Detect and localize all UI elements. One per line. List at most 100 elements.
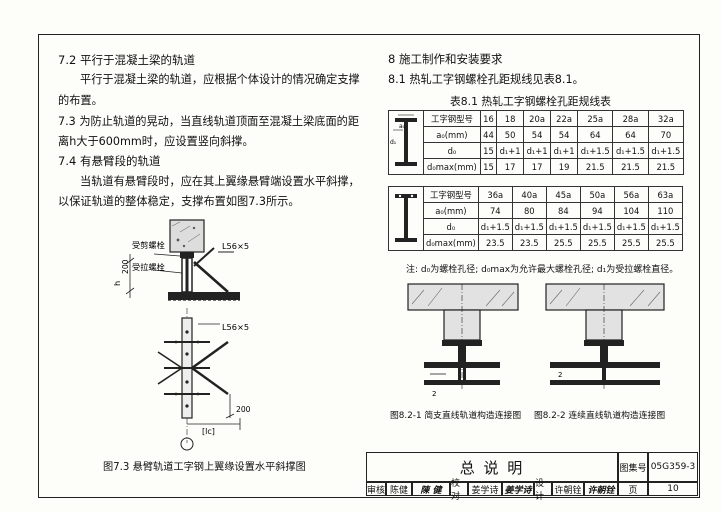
table-row: a₀(mm) 74 80 84 94 104 110 xyxy=(389,202,683,219)
name-review: 陈健 xyxy=(386,482,412,496)
drawing-frame xyxy=(38,34,700,498)
cell-d0max-header: d₀max(mm) xyxy=(423,158,481,175)
label-angle-2: L56×5 xyxy=(222,322,249,332)
table-row: d₀ d₁+1.5 d₁+1.5 d₁+1.5 d₁+1.5 d₁+1.5 d₁… xyxy=(389,218,683,235)
cell: d₁+1 xyxy=(496,142,525,159)
section-8-1-text: 8.1 热轧工字钢螺栓孔距规线见表8.1。 xyxy=(388,73,584,86)
cell: 25a xyxy=(577,110,614,127)
label-angle-1: L56×5 xyxy=(222,241,249,251)
cell-a0-header: a₀(mm) xyxy=(423,202,479,219)
section-7-4-body-line2: 以保证轨道的整体稳定，支撑布置如图7.3所示。 xyxy=(58,195,300,208)
bolt-table-2: 工字钢型号 36a 40a 45a 50a 56a 63a a₀(mm) 74 … xyxy=(388,186,683,251)
cell: 20a xyxy=(523,110,552,127)
cell-model-header: 工字钢型号 xyxy=(423,186,479,203)
cell: 21.5 xyxy=(577,158,614,175)
cell: 15 xyxy=(479,142,498,159)
role-check: 校对 xyxy=(450,479,468,502)
rail-flange xyxy=(168,292,240,300)
hanger-bolts xyxy=(600,346,608,362)
cell: 25.5 xyxy=(613,234,649,251)
bolt-table-1: a₀ d₁ 工字钢型号 16 18 20a 22a 25a 28a 32a a₀… xyxy=(388,110,685,175)
signature-design: 许朝铨 xyxy=(584,482,618,496)
label-200-a: 200 xyxy=(121,259,130,274)
dim-2: 2 xyxy=(432,390,436,398)
signature-review: 陳 健 xyxy=(412,482,450,496)
cell: d₁+1.5 xyxy=(579,218,615,235)
cell: 54 xyxy=(550,126,579,143)
table-row: a₀ d₁ 工字钢型号 16 18 20a 22a 25a 28a 32a xyxy=(388,110,685,175)
dim-2: 2 xyxy=(558,371,562,379)
cell: 64 xyxy=(577,126,614,143)
figure-8-2-1-caption: 图8.2-1 简支直线轨道构造连接图 xyxy=(390,411,522,421)
label-a0: a₀ xyxy=(399,123,406,130)
cell: 44 xyxy=(479,126,498,143)
cell: 84 xyxy=(545,202,581,219)
section-7-3-line1: 7.3 为防止轨道的晃动，当直线轨道顶面至混凝土梁底面的距 xyxy=(58,115,360,128)
cell: 15 xyxy=(479,158,498,175)
table-8-1-title: 表8.1 热轧工字钢螺栓孔距规线表 xyxy=(450,95,611,108)
figure-7-3-drawing: 受剪螺栓 受拉螺栓 L56×5 h 200 L56×5 200 [lc] xyxy=(112,219,251,451)
cell: 110 xyxy=(647,202,683,219)
drawing-title: 总 说 明 xyxy=(366,452,618,482)
rail-top-flange xyxy=(424,362,500,368)
cell: 40a xyxy=(511,186,547,203)
role-review: 审核 xyxy=(366,482,386,496)
section-7-2-heading: 7.2 平行于混凝土梁的轨道 xyxy=(58,53,195,67)
figure-7-3-caption: 图7.3 悬臂轨道工字钢上翼缘设置水平斜撑图 xyxy=(103,462,306,473)
section-7-4-heading: 7.4 有悬臂段的轨道 xyxy=(58,154,161,168)
i-beam-icon-cell xyxy=(388,186,424,251)
cell: 19 xyxy=(550,158,579,175)
plan-brace-lower xyxy=(191,367,229,395)
label-d1: d₁ xyxy=(390,139,397,146)
plan-brace-upper xyxy=(191,341,229,369)
cell: 17 xyxy=(523,158,552,175)
cell: 32a xyxy=(647,110,685,127)
table-row: a₀(mm) 44 50 54 54 64 64 70 xyxy=(389,126,685,143)
label-shear-bolt: 受剪螺栓 xyxy=(132,240,165,250)
cell: 94 xyxy=(579,202,615,219)
table-note: 注: d₀为螺栓孔径; d₀max为允许最大螺栓孔径; d₁为受拉螺栓直径。 xyxy=(406,265,679,275)
table-row: d₀max(mm) 23.5 23.5 25.5 25.5 25.5 25.5 xyxy=(389,234,683,251)
cell: 21.5 xyxy=(612,158,649,175)
page-label: 页 xyxy=(618,482,648,496)
cell: 45a xyxy=(545,186,581,203)
rail-top-flange xyxy=(550,362,660,368)
atlas-label: 图集号 xyxy=(618,452,648,482)
cell: 80 xyxy=(511,202,547,219)
cell: 16 xyxy=(479,110,498,127)
cell-d0-header: d₀ xyxy=(423,142,481,159)
cell: d₁+1 xyxy=(550,142,579,159)
label-200-b: 200 xyxy=(236,405,251,414)
cell-model-header: 工字钢型号 xyxy=(423,110,481,127)
table-row: d₀max(mm) 15 17 17 19 21.5 21.5 21.5 xyxy=(389,158,685,175)
cell: d₁+1.5 xyxy=(613,218,649,235)
cell: 17 xyxy=(496,158,525,175)
title-block: 总 说 明 图集号 05G359-3 审核 陈健 陳 健 校对 姜学诗 姜学诗 … xyxy=(366,452,698,502)
i-beam-section-icon: a₀ d₁ xyxy=(390,114,417,166)
cell-a0-header: a₀(mm) xyxy=(423,126,481,143)
name-check: 姜学诗 xyxy=(468,482,502,496)
cell: 25.5 xyxy=(545,234,581,251)
concrete-beam xyxy=(169,219,205,253)
label-tension-bolt: 受拉螺栓 xyxy=(132,262,165,272)
cell: 104 xyxy=(613,202,649,219)
figure-8-2-2-caption: 图8.2-2 连续直线轨道构造连接图 xyxy=(534,411,666,421)
cell: 28a xyxy=(612,110,649,127)
diagonal-brace xyxy=(193,261,229,293)
atlas-number: 05G359-3 xyxy=(648,452,698,482)
i-beam-icon-cell: a₀ d₁ xyxy=(388,110,424,175)
hanger-bolts xyxy=(458,346,466,362)
cell: d₁+1.5 xyxy=(511,218,547,235)
rail-bottom-flange xyxy=(424,380,500,385)
figure-8-2-1-drawing: 2 xyxy=(407,283,519,398)
table-row: 工字钢型号 36a 40a 45a 50a 56a 63a xyxy=(388,186,683,251)
cell-d0-header: d₀ xyxy=(423,218,479,235)
signature-check: 姜学诗 xyxy=(502,482,534,496)
table-row: d₀ 15 d₁+1 d₁+1 d₁+1 d₁+1.5 d₁+1.5 d₁+1.… xyxy=(389,142,685,159)
rail-bottom-flange xyxy=(550,380,660,385)
cell: d₁+1.5 xyxy=(577,142,614,159)
concrete-slab xyxy=(545,283,665,311)
cell-d0max-header: d₀max(mm) xyxy=(423,234,479,251)
cell: 56a xyxy=(613,186,649,203)
